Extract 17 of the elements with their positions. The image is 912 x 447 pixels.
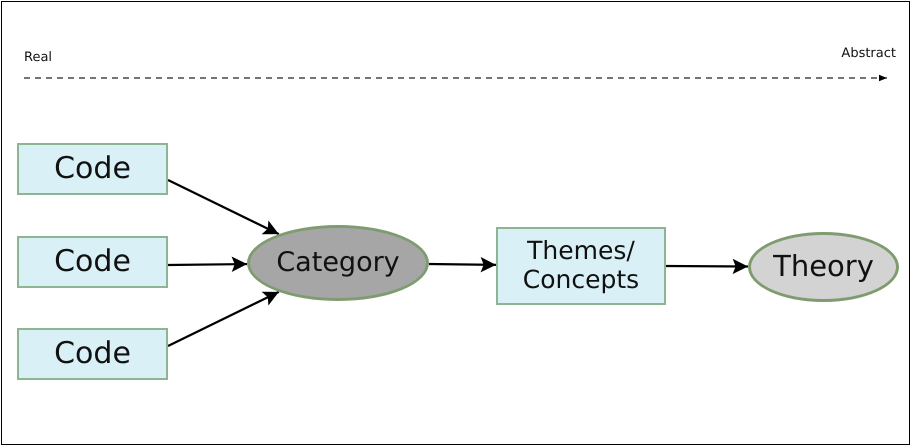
arrow (168, 179, 280, 236)
scale-label: Real (24, 50, 52, 65)
process-box (17, 328, 168, 380)
arrow (168, 290, 280, 347)
process-box (496, 227, 666, 305)
arrow (666, 258, 748, 274)
arrow (428, 256, 496, 272)
arrow (168, 256, 248, 272)
node-label: Code (54, 152, 131, 186)
node-label: Themes/ Concepts (522, 237, 640, 295)
scale-label: Abstract (841, 46, 896, 61)
process-box (17, 143, 168, 195)
node-label: Theory (773, 250, 874, 284)
node-label: Code (54, 244, 131, 280)
process-box (17, 236, 168, 288)
node-label: Category (276, 247, 400, 279)
node-label: Code (54, 336, 131, 372)
